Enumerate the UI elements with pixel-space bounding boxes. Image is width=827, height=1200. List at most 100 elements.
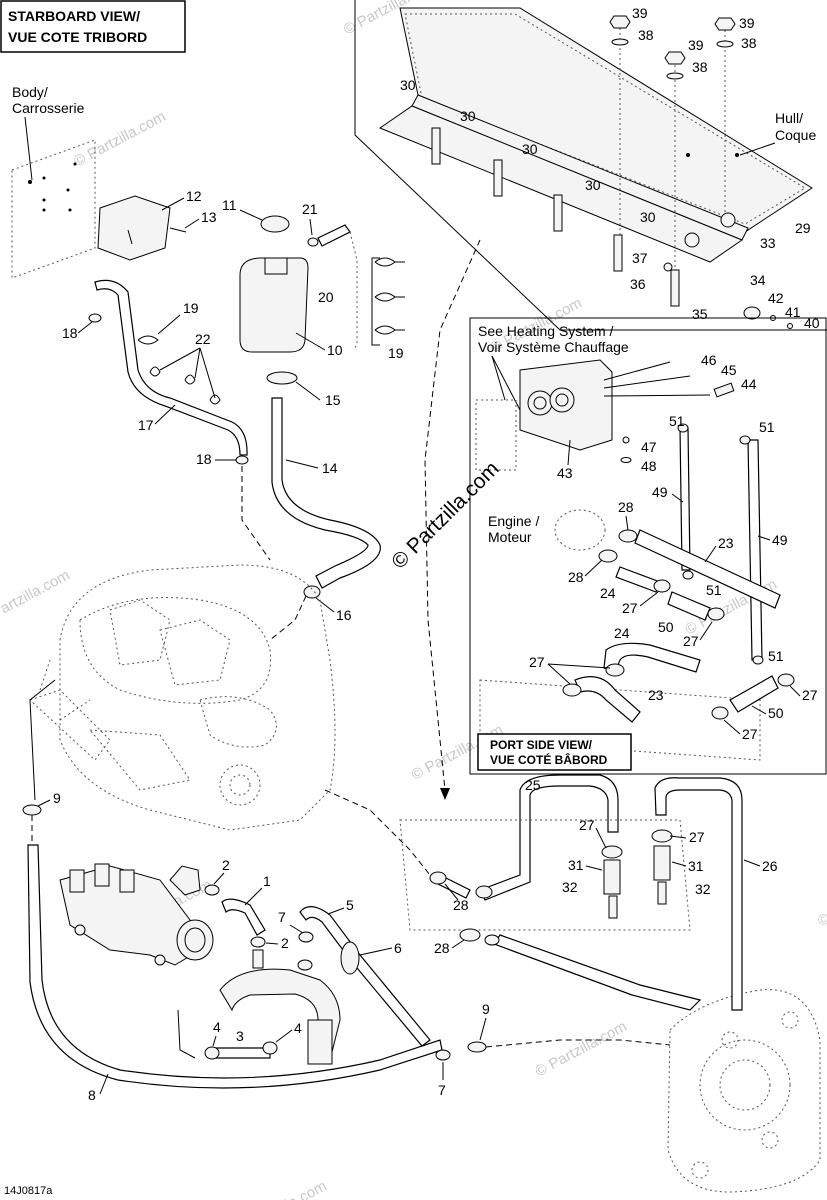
callout-28: 28 bbox=[434, 940, 450, 956]
callout-35: 35 bbox=[692, 306, 708, 322]
callout-2: 2 bbox=[222, 857, 230, 873]
body-panel: Body/ Carrosserie 12 13 bbox=[11, 84, 217, 279]
callout-27: 27 bbox=[742, 726, 758, 742]
bolt-group bbox=[431, 28, 726, 307]
callout-45: 45 bbox=[721, 362, 737, 378]
callout-10: 10 bbox=[327, 342, 343, 358]
coolant-reservoir: 11 21 10 20 19 15 bbox=[222, 197, 405, 408]
callout-23: 23 bbox=[718, 535, 734, 551]
hose-8: 9 8 bbox=[22, 679, 443, 1103]
port-title-line1: PORT SIDE VIEW/ bbox=[490, 738, 593, 752]
starboard-view-box: STARBOARD VIEW/ VUE COTE TRIBORD bbox=[0, 0, 186, 53]
callout-49: 49 bbox=[652, 484, 668, 500]
callout-18: 18 bbox=[196, 451, 212, 467]
callout-24: 24 bbox=[614, 625, 630, 641]
watermark-text: © Partzilla.com bbox=[815, 868, 827, 930]
callout-25: 25 bbox=[525, 777, 541, 793]
port-side-inset: See Heating System / Voir Système Chauff… bbox=[469, 317, 827, 775]
callout-3: 3 bbox=[236, 1028, 244, 1044]
callout-40: 40 bbox=[804, 315, 820, 331]
callout-41: 41 bbox=[785, 304, 801, 320]
pump-housing bbox=[667, 989, 821, 1193]
callout-39: 39 bbox=[632, 5, 648, 21]
callout-29: 29 bbox=[795, 220, 811, 236]
drawing-number: 14J0817a bbox=[4, 1185, 53, 1197]
callout-43: 43 bbox=[557, 465, 573, 481]
watermark-text: © Partzilla.com bbox=[71, 108, 168, 170]
body-label-fr: Carrosserie bbox=[12, 100, 85, 116]
callout-2: 2 bbox=[281, 935, 289, 951]
callout-4: 4 bbox=[294, 1020, 302, 1036]
callout-28: 28 bbox=[618, 499, 634, 515]
heating-label: See Heating System / bbox=[478, 323, 614, 339]
callout-36: 36 bbox=[630, 276, 646, 292]
lower-components: 2 1 2 7 5 6 4 3 4 7 bbox=[169, 857, 671, 1098]
callout-37: 37 bbox=[632, 250, 648, 266]
callout-9: 9 bbox=[53, 790, 61, 806]
exhaust-manifold bbox=[59, 863, 214, 966]
callout-26: 26 bbox=[762, 858, 778, 874]
callout-28: 28 bbox=[568, 569, 584, 585]
callout-30: 30 bbox=[400, 77, 416, 93]
callout-27: 27 bbox=[579, 817, 595, 833]
callout-27: 27 bbox=[529, 654, 545, 670]
callout-30: 30 bbox=[640, 209, 656, 225]
callout-27: 27 bbox=[802, 687, 818, 703]
watermark-text: © Partzilla.com bbox=[0, 567, 73, 629]
callout-18: 18 bbox=[62, 325, 78, 341]
callout-22: 22 bbox=[195, 331, 211, 347]
callout-17: 17 bbox=[138, 417, 154, 433]
watermark-text: © Partzilla.com bbox=[232, 1178, 329, 1200]
callout-9: 9 bbox=[482, 1001, 490, 1017]
callout-11: 11 bbox=[222, 197, 237, 213]
heating-label-fr: Voir Système Chauffage bbox=[478, 339, 629, 355]
engine-label: Engine / bbox=[488, 513, 539, 529]
leader-dashed bbox=[424, 239, 481, 791]
callout-28: 28 bbox=[453, 897, 469, 913]
callout-33: 33 bbox=[760, 235, 776, 251]
callout-13: 13 bbox=[201, 209, 217, 225]
callout-39: 39 bbox=[739, 15, 755, 31]
callout-21: 21 bbox=[302, 201, 318, 217]
callout-51: 51 bbox=[669, 413, 685, 429]
callout-39: 39 bbox=[688, 37, 704, 53]
callout-46: 46 bbox=[701, 352, 717, 368]
callout-14: 14 bbox=[322, 460, 338, 476]
callout-30: 30 bbox=[522, 141, 538, 157]
callout-7: 7 bbox=[278, 909, 286, 925]
callout-38: 38 bbox=[638, 27, 654, 43]
callout-19: 19 bbox=[183, 300, 199, 316]
hull-inset: 39 38 39 38 39 38 30 30 30 30 30 29 33 3… bbox=[354, 0, 827, 331]
engine-block bbox=[29, 564, 336, 831]
callout-49: 49 bbox=[772, 532, 788, 548]
callout-31: 31 bbox=[688, 858, 704, 874]
callout-50: 50 bbox=[658, 619, 674, 635]
partzilla-center-watermark: © Partzilla.com bbox=[387, 457, 503, 573]
callout-50: 50 bbox=[768, 705, 784, 721]
callout-4: 4 bbox=[213, 1019, 221, 1035]
starboard-title-line2: VUE COTE TRIBORD bbox=[8, 29, 147, 45]
callout-5: 5 bbox=[346, 897, 354, 913]
callout-51: 51 bbox=[706, 582, 722, 598]
callout-15: 15 bbox=[325, 392, 341, 408]
callout-48: 48 bbox=[641, 458, 657, 474]
callout-8: 8 bbox=[88, 1087, 96, 1103]
callout-27: 27 bbox=[689, 829, 705, 845]
callout-6: 6 bbox=[394, 940, 402, 956]
callout-20: 20 bbox=[318, 289, 334, 305]
callout-38: 38 bbox=[741, 35, 757, 51]
callout-27: 27 bbox=[683, 633, 699, 649]
watermark-text: © Partzilla.com bbox=[532, 1018, 629, 1080]
hull-label: Hull/ bbox=[775, 110, 803, 126]
callout-51: 51 bbox=[768, 648, 784, 664]
callout-47: 47 bbox=[641, 439, 657, 455]
callout-44: 44 bbox=[741, 376, 757, 392]
callout-24: 24 bbox=[600, 585, 616, 601]
hose-group-upper: 18 19 22 17 18 14 16 bbox=[62, 279, 381, 641]
callout-30: 30 bbox=[460, 108, 476, 124]
callout-19: 19 bbox=[388, 345, 404, 361]
callout-42: 42 bbox=[768, 290, 784, 306]
callout-30: 30 bbox=[585, 177, 601, 193]
hose-25-26: 25 27 27 31 31 32 32 26 28 28 bbox=[324, 774, 778, 1011]
